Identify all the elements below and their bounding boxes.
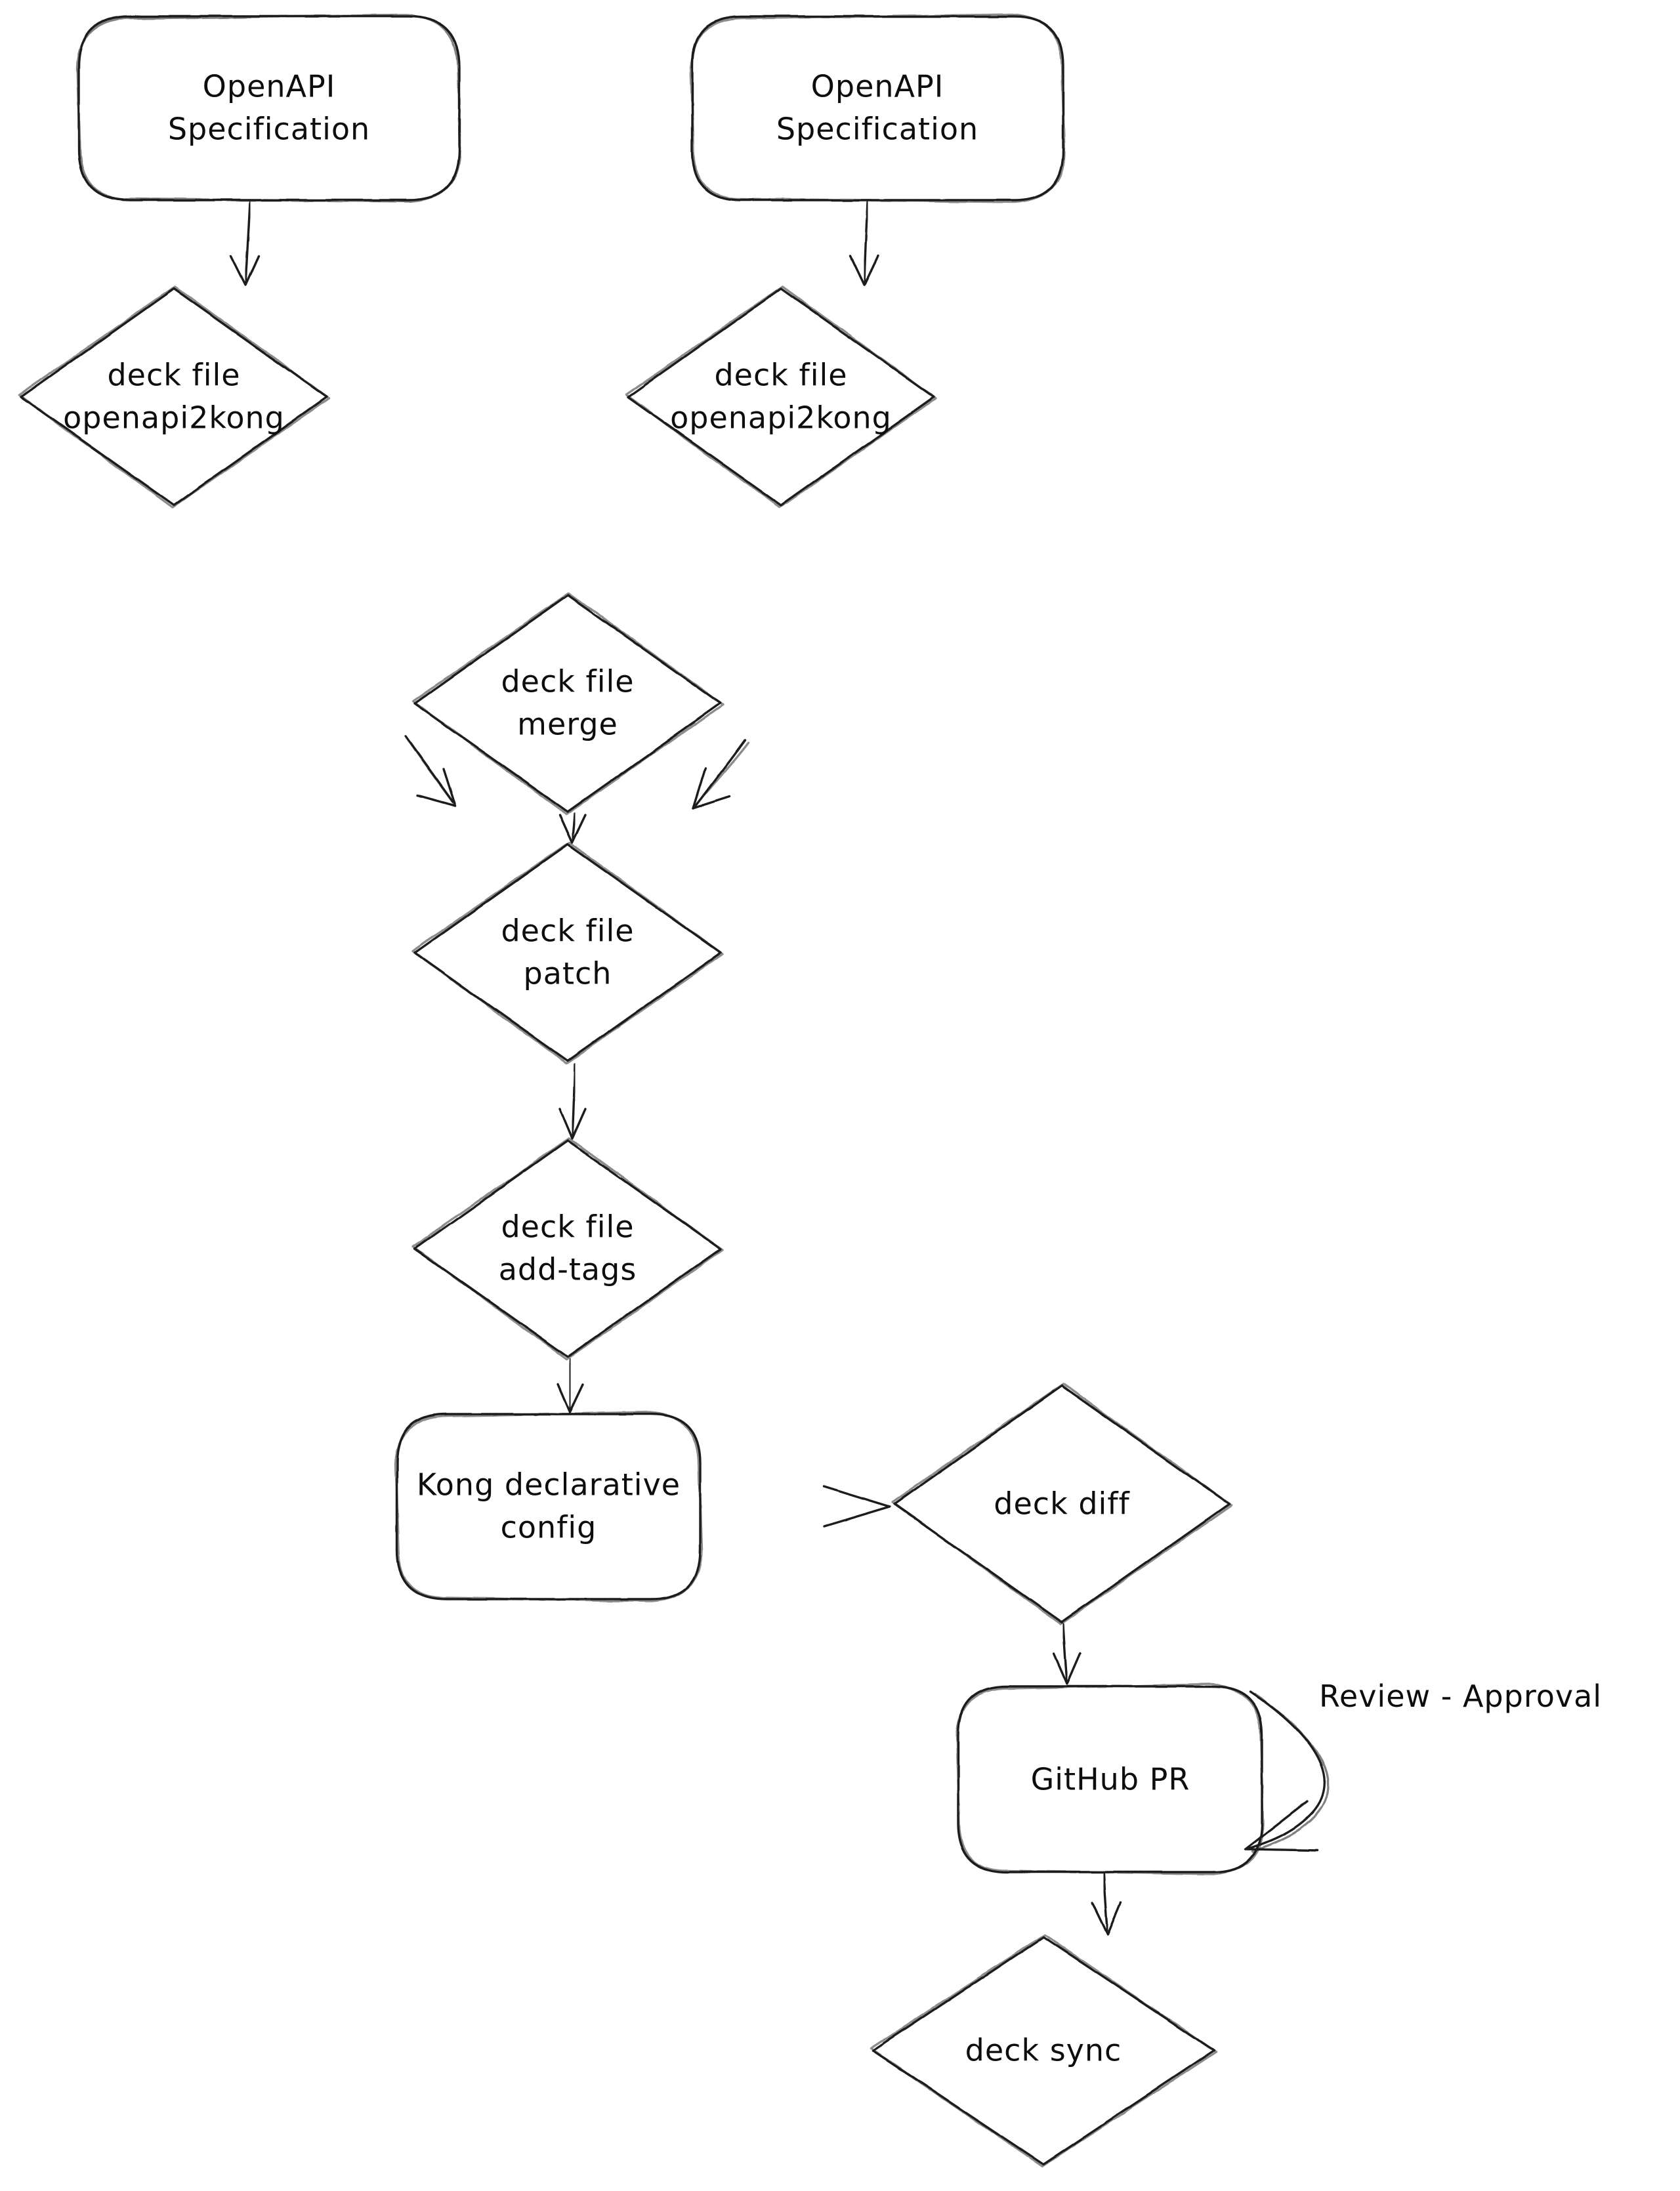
- node-github-pr[interactable]: [956, 1683, 1265, 1875]
- edge-openapi2kong-left-to-merge: [404, 735, 457, 807]
- node-kong-declarative-config[interactable]: [394, 1411, 703, 1602]
- edge-patch-to-add-tags: [558, 1063, 587, 1140]
- edge-spec-left-to-openapi2kong-left: [230, 201, 260, 286]
- node-deck-file-openapi2kong-left[interactable]: [18, 285, 330, 509]
- edge-spec-right-to-openapi2kong-right: [849, 201, 879, 286]
- node-deck-file-patch[interactable]: [411, 841, 724, 1064]
- node-deck-file-add-tags[interactable]: [411, 1137, 724, 1360]
- edge-kong-config-to-deck-diff: [701, 1485, 891, 1528]
- node-deck-file-merge[interactable]: [411, 592, 724, 815]
- node-openapi-specification-right[interactable]: [690, 13, 1066, 203]
- edge-deck-diff-to-github-pr: [1053, 1623, 1082, 1685]
- node-deck-sync[interactable]: [870, 1934, 1217, 2167]
- node-deck-file-openapi2kong-right[interactable]: [625, 285, 937, 509]
- node-openapi-specification-left[interactable]: [76, 14, 461, 203]
- edge-add-tags-to-kong-config: [556, 1358, 584, 1413]
- edge-github-pr-self-loop-review-approval: [1244, 1690, 1330, 1852]
- edge-github-pr-to-deck-sync: [1091, 1873, 1122, 1936]
- edge-openapi2kong-right-to-merge: [692, 739, 749, 810]
- edge-label-review-approval: Review - Approval: [1319, 1679, 1603, 1714]
- node-deck-diff[interactable]: [891, 1383, 1232, 1625]
- edge-merge-to-patch: [558, 812, 587, 844]
